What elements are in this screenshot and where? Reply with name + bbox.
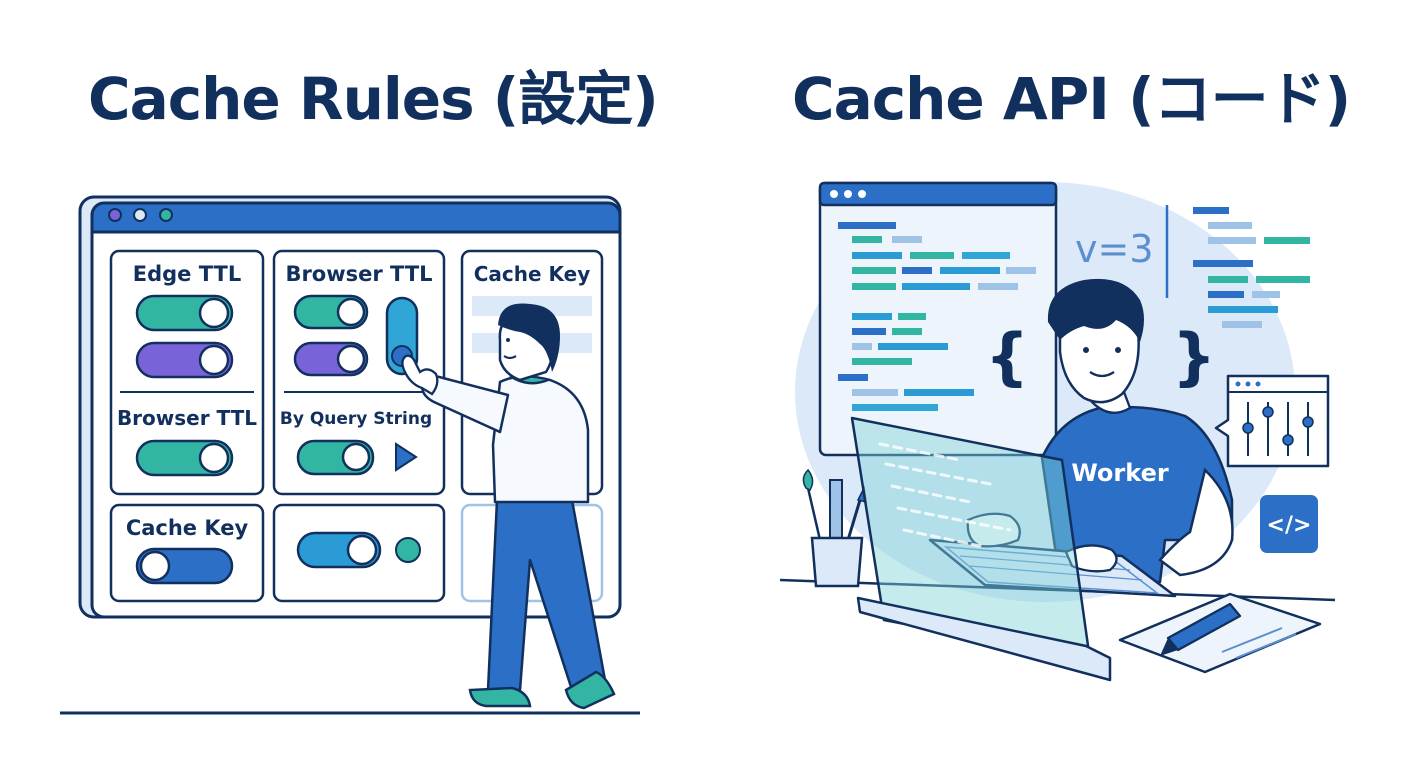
right-scene: v=3 { } [779, 181, 1336, 682]
right-hand [1064, 544, 1118, 573]
panel-label-cache-key-bottom: Cache Key [126, 516, 249, 540]
panel-label-browser-ttl-top: Browser TTL [285, 262, 432, 286]
notepad [1118, 592, 1322, 674]
code-editor-window [818, 181, 1058, 457]
person-coding: Worker [1040, 278, 1234, 584]
pencil-icon [1160, 602, 1242, 656]
panel-label-edge-ttl: Edge TTL [133, 262, 241, 286]
open-brace: { [985, 320, 1029, 393]
status-dot [395, 537, 421, 563]
toggle-browser-ttl-secondary[interactable] [293, 341, 369, 377]
panel-label-browser-ttl-bottom: Browser TTL [117, 406, 257, 430]
window-dots-icon [830, 190, 866, 198]
close-brace: } [1172, 320, 1216, 393]
code-brackets-icon[interactable]: </> [1260, 495, 1318, 553]
panel-label-cache-key-top: Cache Key [474, 262, 591, 286]
toggle-browser-ttl-bottom[interactable] [135, 439, 234, 477]
left-hand [966, 512, 1021, 548]
glass-monitor [850, 416, 1112, 682]
floating-code-lines [1193, 207, 1310, 328]
toggle-browser-ttl[interactable] [293, 294, 369, 330]
panel-edge-ttl: Edge TTL Browser TTL [109, 249, 265, 496]
window-dots-icon [108, 208, 173, 222]
code-icon-label: </> [1267, 513, 1312, 538]
person-pointing [401, 303, 616, 710]
play-triangle-icon[interactable] [395, 442, 418, 472]
panel-label-by-query-string: By Query String [280, 409, 432, 429]
panel-cache-key-bottom: Cache Key [109, 503, 265, 603]
toggle-edge-ttl-secondary[interactable] [135, 341, 234, 379]
left-scene: Edge TTL Browser TTL Browser TTL [60, 195, 640, 715]
panel-toggle-extra [272, 503, 446, 603]
toggle-cache-key[interactable] [135, 547, 234, 585]
sliders-icon[interactable] [1214, 374, 1330, 468]
cache-rules-title: Cache Rules (設定) [88, 65, 659, 133]
equation-text: v=3 [1075, 227, 1154, 271]
toggle-extra[interactable] [296, 531, 382, 569]
pen-cup-icon [802, 468, 867, 588]
cache-api-title: Cache API (コード) [792, 65, 1351, 133]
shirt-text: Worker [1071, 459, 1169, 487]
toggle-by-query-string[interactable] [296, 439, 375, 476]
code-lines [838, 222, 1036, 411]
toggle-edge-ttl[interactable] [135, 294, 234, 332]
